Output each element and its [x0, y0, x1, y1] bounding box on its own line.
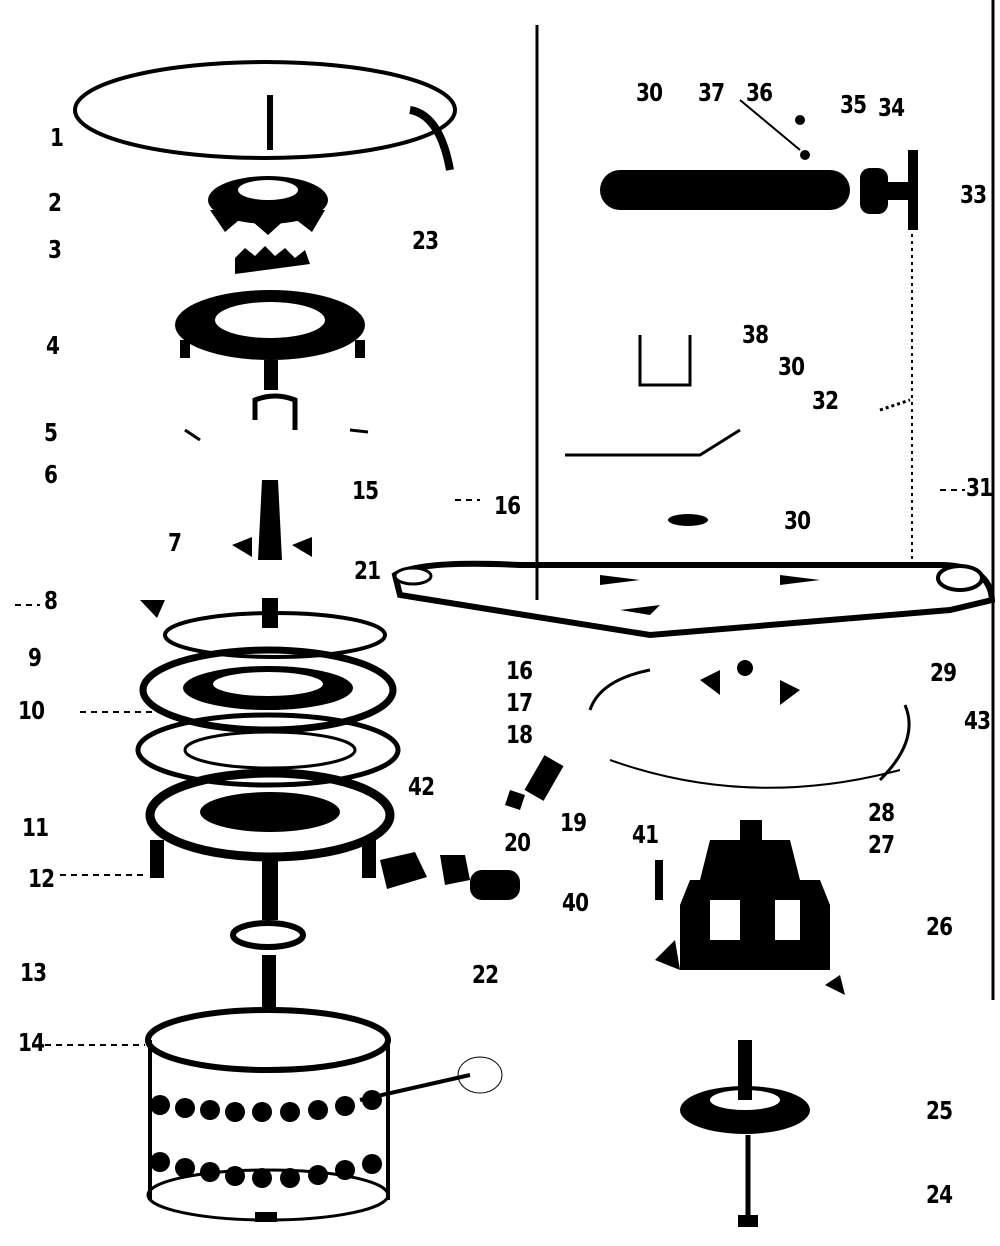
bracket-parts — [565, 335, 911, 457]
callout-21: 21 — [354, 556, 381, 585]
callout-33: 33 — [960, 180, 987, 209]
callout-36: 36 — [746, 78, 773, 107]
callout-4: 4 — [46, 331, 60, 360]
callout-17: 17 — [506, 688, 533, 717]
callout-37: 37 — [698, 78, 725, 107]
callout-24: 24 — [926, 1180, 953, 1209]
callout-2: 2 — [48, 188, 62, 217]
callout-32: 32 — [812, 386, 839, 415]
callout-5: 5 — [44, 418, 58, 447]
callout-34: 34 — [878, 93, 905, 122]
callout-41: 40 — [562, 888, 589, 917]
callout-9: 9 — [28, 643, 42, 672]
callout-26: 26 — [926, 912, 953, 941]
gear — [680, 1040, 810, 1134]
callout-30b: 30 — [778, 352, 805, 381]
callout-25: 25 — [926, 1096, 953, 1125]
callout-30c: 30 — [784, 506, 811, 535]
callout-19: 19 — [560, 808, 587, 837]
motor-coupling — [230, 920, 306, 950]
callout-22: 22 — [472, 960, 499, 989]
callout-13: 13 — [20, 958, 47, 987]
impeller — [208, 176, 328, 235]
callout-11: 11 — [22, 813, 49, 842]
callout-28: 28 — [868, 798, 895, 827]
callout-16b: 16 — [506, 656, 533, 685]
lower-plate — [588, 660, 911, 789]
callout-6: 6 — [44, 460, 58, 489]
callout-15: 15 — [352, 476, 379, 505]
callout-27: 27 — [868, 830, 895, 859]
callout-1: 1 — [50, 123, 64, 152]
callout-7: 7 — [168, 528, 182, 557]
strainer-ring — [175, 290, 365, 390]
motor-shaft — [262, 955, 276, 1010]
callout-44: 43 — [964, 706, 991, 735]
callout-42: 41 — [632, 820, 659, 849]
callout-3: 3 — [48, 235, 62, 264]
callout-20: 20 — [504, 828, 531, 857]
callout-23: 23 — [412, 226, 439, 255]
motor-housing — [655, 820, 845, 995]
chopper-blade — [235, 246, 310, 274]
callout-18: 18 — [506, 720, 533, 749]
callout-10: 10 — [18, 696, 45, 725]
spray-tower — [73, 60, 457, 171]
callout-16a: 16 — [494, 491, 521, 520]
callout-40: 38 — [742, 320, 769, 349]
callout-43: 42 — [408, 772, 435, 801]
lower-spray-arm — [391, 514, 996, 639]
callout-35: 35 — [840, 90, 867, 119]
callout-14: 14 — [18, 1028, 45, 1057]
callout-29: 29 — [930, 658, 957, 687]
callout-8: 8 — [44, 586, 58, 615]
motor — [145, 1007, 503, 1222]
pump-base — [145, 768, 427, 920]
callout-30a: 30 — [636, 78, 663, 107]
small-parts — [440, 755, 564, 900]
spacer — [184, 393, 369, 442]
shaft-seal-assembly — [232, 480, 312, 628]
callout-12: 12 — [28, 864, 55, 893]
callout-31: 31 — [966, 473, 993, 502]
pump-housing-rings — [135, 600, 401, 788]
leader-lines — [15, 489, 965, 1046]
bolt — [738, 1135, 758, 1227]
upper-spray-arm — [600, 99, 918, 230]
